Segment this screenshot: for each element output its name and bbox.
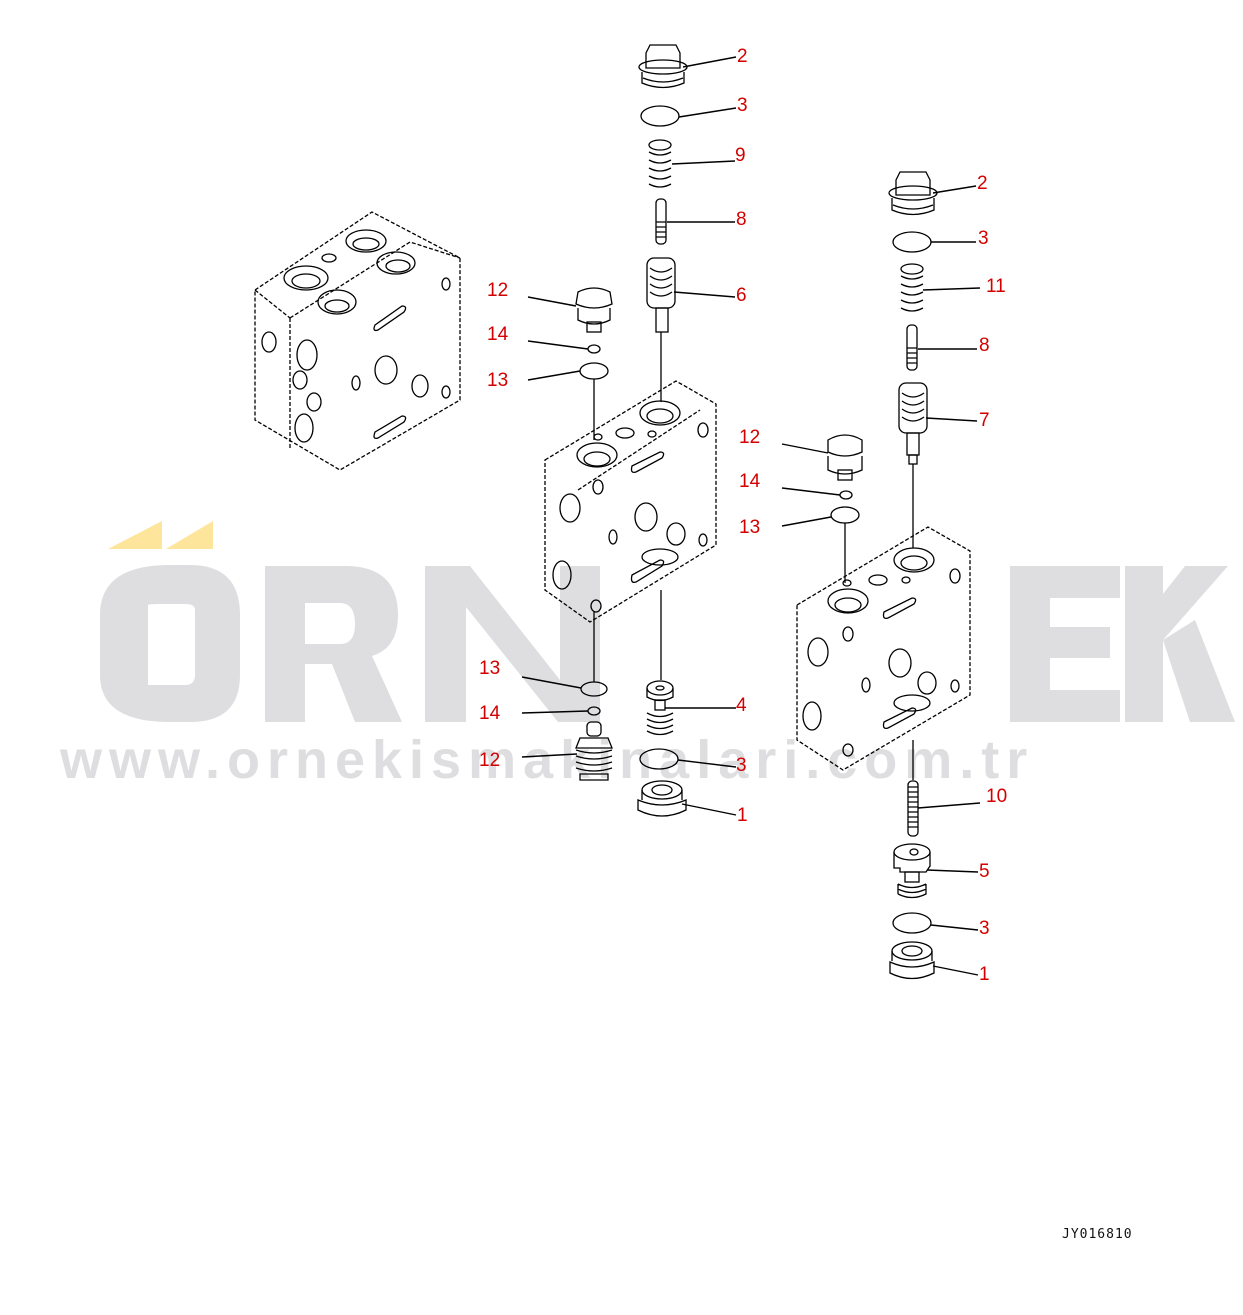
callout-1: 1 [737,805,748,826]
valve-6 [646,257,676,333]
o-ring-3-center-bottom [639,748,679,770]
callout-9: 9 [735,145,746,166]
callout-13: 13 [479,658,501,679]
callout-14: 14 [479,703,501,724]
valve-body-right-features [802,547,961,757]
valve-4 [646,680,674,736]
callout-3: 3 [737,95,748,116]
o-ring-14-lower-left [587,706,601,716]
o-ring-13-upper-left [579,362,609,380]
callout-3: 3 [736,755,747,776]
callout-12: 12 [487,280,509,301]
figure-code: JY016810 [1062,1227,1133,1242]
plug-12-right [827,434,863,481]
pin-8-right [906,324,918,371]
callout-11: 11 [986,276,1006,297]
o-ring-3-right-top [892,231,932,253]
pin-8-center [655,198,667,245]
plug-2-right [888,171,938,216]
callout-14: 14 [739,471,761,492]
o-ring-13-right [830,506,860,524]
leader-lines [521,56,981,976]
o-ring-3-center-top [640,105,680,127]
valve-body-left-features [261,229,451,443]
o-ring-3-right-bottom [892,912,932,934]
plug-12-lower-left [575,721,613,781]
plug-1-right [889,941,935,980]
o-ring-13-lower-left [580,681,608,697]
callout-5: 5 [979,861,990,882]
callout-4: 4 [736,695,747,716]
callout-6: 6 [736,285,747,306]
plug-2-center [638,44,688,89]
callout-13: 13 [487,370,509,391]
watermark-url: www.ornekismakinalari.com.tr [59,730,1034,790]
spring-10 [907,780,919,837]
callout-7: 7 [979,410,990,431]
callout-8: 8 [979,335,990,356]
callout-14: 14 [487,324,509,345]
plug-12-upper-left [575,287,613,333]
callout-2: 2 [737,46,748,67]
valve-7 [898,382,928,465]
callout-8: 8 [736,209,747,230]
spring-11 [900,263,924,312]
callout-13: 13 [739,517,761,538]
plug-1-center [637,780,687,817]
callout-10: 10 [986,786,1008,807]
valve-body-right [796,526,971,771]
valve-body-center [544,380,717,623]
spring-9 [648,139,672,188]
valve-body-center-features [552,400,709,613]
valve-5 [893,843,931,899]
callout-2: 2 [977,173,988,194]
callout-12: 12 [479,750,501,771]
watermark-accent-icon [108,521,213,549]
callout-12: 12 [739,427,761,448]
callout-1: 1 [979,964,990,985]
callout-3: 3 [978,228,989,249]
valve-body-left [254,211,461,471]
callout-3: 3 [979,918,990,939]
o-ring-14-upper-left [587,344,601,354]
o-ring-14-right [839,490,853,500]
